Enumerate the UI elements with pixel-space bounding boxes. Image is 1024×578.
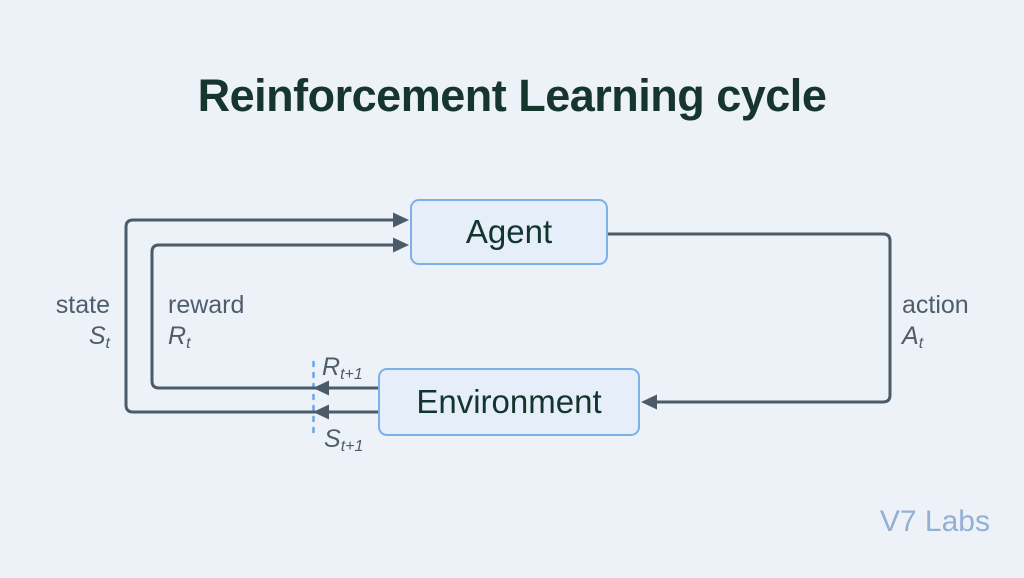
label-next-reward-symbol: Rt+1 <box>322 353 363 383</box>
label-next-state-symbol: St+1 <box>324 425 364 455</box>
label-action-symbol: At <box>902 322 924 352</box>
label-action-word: action <box>902 291 969 319</box>
page-title: Reinforcement Learning cycle <box>197 70 827 121</box>
node-agent: Agent <box>410 199 608 265</box>
node-environment-label: Environment <box>416 383 602 420</box>
arrowhead-reward-into-agent <box>393 237 409 253</box>
reward-connector <box>150 243 404 390</box>
label-reward-word: reward <box>168 291 245 319</box>
label-state-word: state <box>55 291 110 319</box>
label-action: action At <box>902 290 969 352</box>
label-state-symbol: St <box>88 322 110 352</box>
arrowhead-reward-at-boundary <box>313 380 329 396</box>
arrowhead-state-at-boundary <box>313 404 329 420</box>
state-connector <box>124 218 404 414</box>
watermark-v7-labs: V7 Labs <box>879 505 990 538</box>
label-next-state: St+1 <box>324 424 363 455</box>
arrowhead-state-into-agent <box>393 212 409 228</box>
arrowhead-action-into-environment <box>641 394 657 410</box>
node-environment: Environment <box>378 368 640 436</box>
label-reward-symbol: Rt <box>168 322 191 352</box>
label-state: state St <box>28 290 110 352</box>
label-next-reward: Rt+1 <box>322 352 363 383</box>
label-reward: reward Rt <box>168 290 244 352</box>
node-agent-label: Agent <box>465 213 553 250</box>
action-connector <box>607 232 892 404</box>
